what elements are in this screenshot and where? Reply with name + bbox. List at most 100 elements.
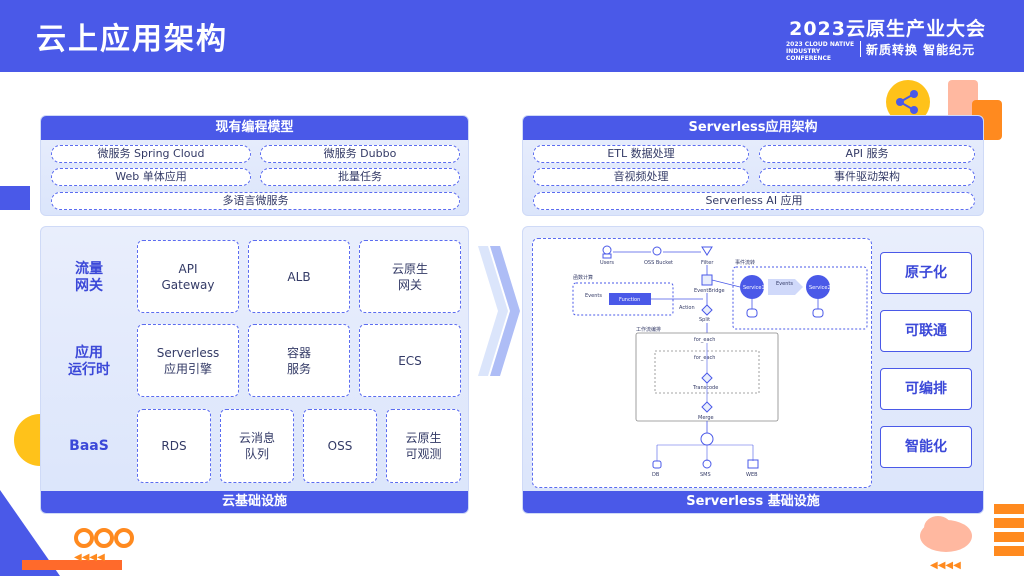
left-blue-bar-decoration [0,186,30,210]
box-mq-line2: 队列 [244,447,269,461]
user-icon [602,245,612,255]
diag-split: Split [699,317,710,323]
header-bar [0,0,1024,72]
box-api-gateway-line2: Gateway [161,277,215,292]
bottom-right-cloud-decoration: ◀◀◀◀ [920,504,1024,571]
diag-function: Function [619,297,640,303]
diag-service1: Service1 [743,285,765,291]
compute-group [572,282,674,316]
serverless-infra-footer: Serverless 基础设施 [523,491,983,513]
model-dubbo: 微服务 Dubbo [260,145,460,163]
end-node [700,432,714,446]
serverless-arch-panel: Serverless应用架构 ETL 数据处理 API 服务 音视频处理 事件驱… [522,115,984,216]
box-container-service: 容器服务 [248,324,350,397]
db-icon-1 [746,308,758,318]
box-oss-label: OSS [327,439,353,453]
box-ecs-label: ECS [398,353,422,368]
box-sae-line1: Serverless [156,345,220,360]
box-sae-line2: 应用引擎 [163,361,212,376]
model-polyglot-microservice: 多语言微服务 [51,192,460,210]
diag-filter: Filter [701,260,714,266]
row-label-runtime: 应用 运行时 [59,345,119,379]
feature-intelligent: 智能化 [880,426,972,468]
workflow-diagram-svg: Users OSS Bucket Filter EventBridge 事件流转… [572,245,868,478]
diag-eventbridge: EventBridge [694,288,725,294]
app-etl: ETL 数据处理 [533,145,749,163]
feature-orchestratable: 可编排 [880,368,972,410]
diag-events-mid: Events [776,281,793,287]
conference-en: 2023 CLOUD NATIVE INDUSTRY CONFERENCE [786,41,866,62]
diag-transcode: Transcode [692,385,718,391]
conference-divider [860,41,861,57]
box-oss: OSS [303,409,377,483]
out-web-icon [747,459,759,469]
feature-connectable: 可联通 [880,310,972,352]
out-sms-icon [702,459,712,469]
svg-text:◀◀◀◀: ◀◀◀◀ [74,552,105,563]
serverless-arch-title: Serverless应用架构 [523,116,983,140]
box-ecs: ECS [359,324,461,397]
box-rds-label: RDS [161,439,187,453]
diag-out-db: DB [652,472,660,478]
box-container-line2: 服务 [286,361,311,376]
conference-name: 2023云原生产业大会 [789,18,986,40]
diag-out-web: WEB [746,472,758,478]
merge-icon [701,401,713,413]
transcode-icon [701,372,713,384]
app-serverless-ai: Serverless AI 应用 [533,192,975,210]
feature-atomic: 原子化 [880,252,972,294]
current-model-panel: 现有编程模型 微服务 Spring Cloud 微服务 Dubbo Web 单体… [40,115,469,216]
box-alb-label: ALB [287,269,311,284]
model-spring-cloud: 微服务 Spring Cloud [51,145,251,163]
diag-service2: Service2 [809,285,831,291]
bucket-icon [652,246,662,256]
box-cng-line1: 云原生 [391,261,428,276]
box-alb: ALB [248,240,350,313]
model-web-monolith: Web 单体应用 [51,168,251,186]
row-label-baas-line1: BaaS [69,438,109,454]
out-db-icon [652,460,662,469]
app-media-processing: 音视频处理 [533,168,749,186]
box-cloud-native-gateway: 云原生网关 [359,240,461,313]
cloud-infra-footer: 云基础设施 [41,491,468,513]
diag-event-flow: 事件流转 [735,259,755,266]
app-api-service: API 服务 [759,145,975,163]
current-model-title: 现有编程模型 [41,116,468,140]
events-arrow [768,279,803,295]
box-message-queue: 云消息队列 [220,409,294,483]
model-batch-job: 批量任务 [260,168,460,186]
box-container-line1: 容器 [286,345,311,360]
eventbridge-icon [701,274,713,286]
diag-events-left: Events [585,293,602,299]
service2-node [806,275,830,299]
diag-workflow-group: 工作流编排 [636,326,661,333]
conference-slogan: 新质转换 智能纪元 [866,43,976,57]
row-label-gateway-line2: 网关 [75,278,103,294]
box-observability: 云原生可观测 [386,409,461,483]
diag-for-each-inner: for_each [694,355,715,361]
app-event-driven: 事件驱动架构 [759,168,975,186]
diag-out-sms: SMS [700,472,711,478]
conference-en-line2: INDUSTRY CONFERENCE [786,48,831,62]
row-label-gateway: 流量 网关 [59,261,119,295]
box-mq-line1: 云消息 [238,431,275,445]
diag-action: Action [679,305,695,311]
workflow-diagram: Users OSS Bucket Filter EventBridge 事件流转… [532,238,872,488]
box-rds: RDS [137,409,211,483]
filter-icon [701,246,713,256]
transition-arrow-icon [478,246,520,376]
diag-oss-bucket: OSS Bucket [644,260,673,266]
row-label-runtime-line2: 运行时 [68,362,110,378]
row-label-runtime-line1: 应用 [75,345,103,361]
slide-title: 云上应用架构 [36,22,228,57]
diag-merge: Merge [698,415,714,421]
split-icon [701,304,713,316]
user-body-icon [602,253,612,259]
diag-users: Users [600,260,614,266]
box-obs-line2: 可观测 [405,447,442,461]
db-icon-2 [812,308,824,318]
event-flow-group [732,266,868,330]
